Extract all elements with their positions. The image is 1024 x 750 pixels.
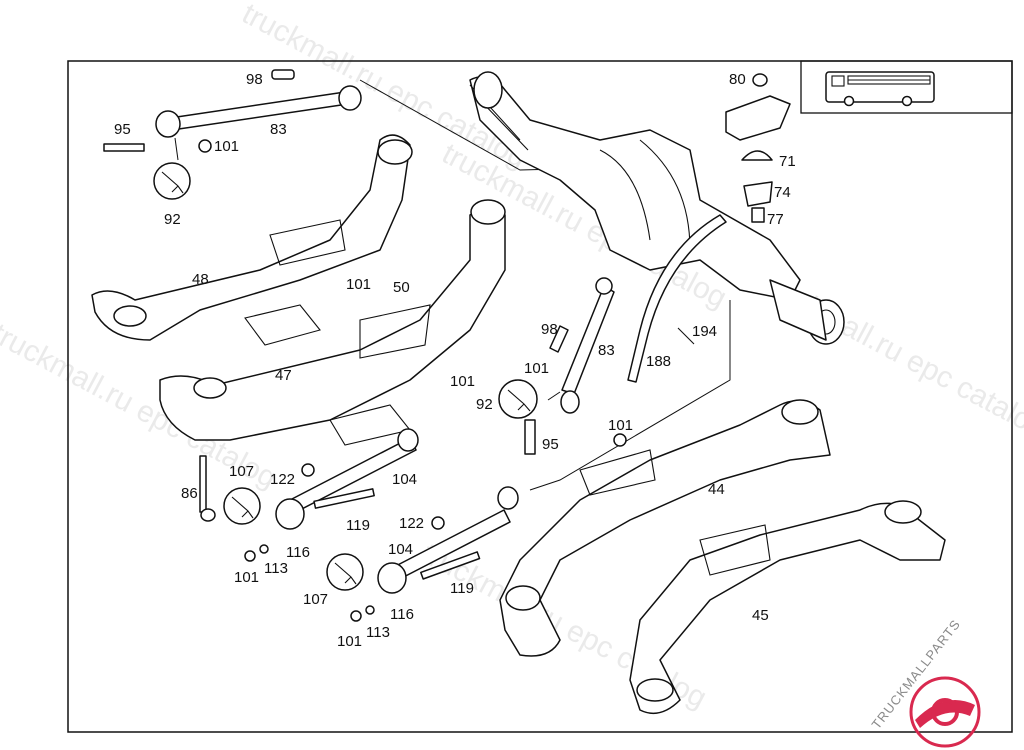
label-104: 104: [388, 541, 413, 558]
label-80: 80: [729, 71, 746, 88]
wrench-icon: [498, 379, 538, 419]
brand-text: TRUCKMALLPARTS: [869, 616, 964, 732]
crossmember-48: [91, 134, 413, 346]
radius-rod-83-lower: [524, 277, 627, 455]
label-113: 113: [264, 560, 288, 577]
bus-icon: [825, 71, 935, 107]
label-47: 47: [275, 367, 292, 384]
part-labels: 98 83 95 101 92 48 101 50 47 101 80 71 7…: [114, 71, 796, 650]
label-119: 119: [346, 517, 370, 534]
label-74: 74: [774, 184, 791, 201]
label-83: 83: [598, 342, 615, 359]
label-116: 116: [286, 544, 310, 561]
label-107: 107: [229, 463, 254, 480]
label-122: 122: [399, 515, 424, 532]
radius-rod-83-upper: [103, 69, 362, 153]
label-77: 77: [767, 211, 784, 228]
wrench-icon: [153, 162, 191, 200]
label-194: 194: [692, 323, 717, 340]
bump-stop-parts: [725, 73, 791, 223]
label-98: 98: [541, 321, 558, 338]
label-107: 107: [303, 591, 328, 608]
wrench-icon: [326, 553, 364, 591]
crossmember-44: [499, 399, 831, 657]
label-101: 101: [337, 633, 362, 650]
label-71: 71: [779, 153, 796, 170]
label-44: 44: [708, 481, 725, 498]
label-48: 48: [192, 271, 209, 288]
label-98: 98: [246, 71, 263, 88]
pipe-188: [627, 214, 727, 383]
label-104: 104: [392, 471, 417, 488]
label-101: 101: [450, 373, 475, 390]
diagram-frame: [67, 60, 1013, 733]
label-95: 95: [114, 121, 131, 138]
label-113: 113: [366, 624, 390, 641]
label-83: 83: [270, 121, 287, 138]
label-119: 119: [450, 580, 474, 597]
lower-rods: [199, 428, 519, 622]
label-101: 101: [346, 276, 371, 293]
crossmember-47: [159, 199, 506, 446]
crossmember-45: [629, 500, 946, 715]
label-101: 101: [608, 417, 633, 434]
label-116: 116: [390, 606, 414, 623]
label-101: 101: [524, 360, 549, 377]
label-45: 45: [752, 607, 769, 624]
label-95: 95: [542, 436, 559, 453]
label-86: 86: [181, 485, 198, 502]
wrench-icon: [223, 487, 261, 525]
label-92: 92: [164, 211, 181, 228]
vehicle-box: [800, 60, 1013, 114]
axle-housing: [469, 71, 845, 345]
label-101: 101: [234, 569, 259, 586]
label-50: 50: [393, 279, 410, 296]
label-101: 101: [214, 138, 239, 155]
brand-logo: TRUCKMALLPARTS: [869, 616, 981, 748]
label-122: 122: [270, 471, 295, 488]
label-188: 188: [646, 353, 671, 370]
label-92: 92: [476, 396, 493, 413]
